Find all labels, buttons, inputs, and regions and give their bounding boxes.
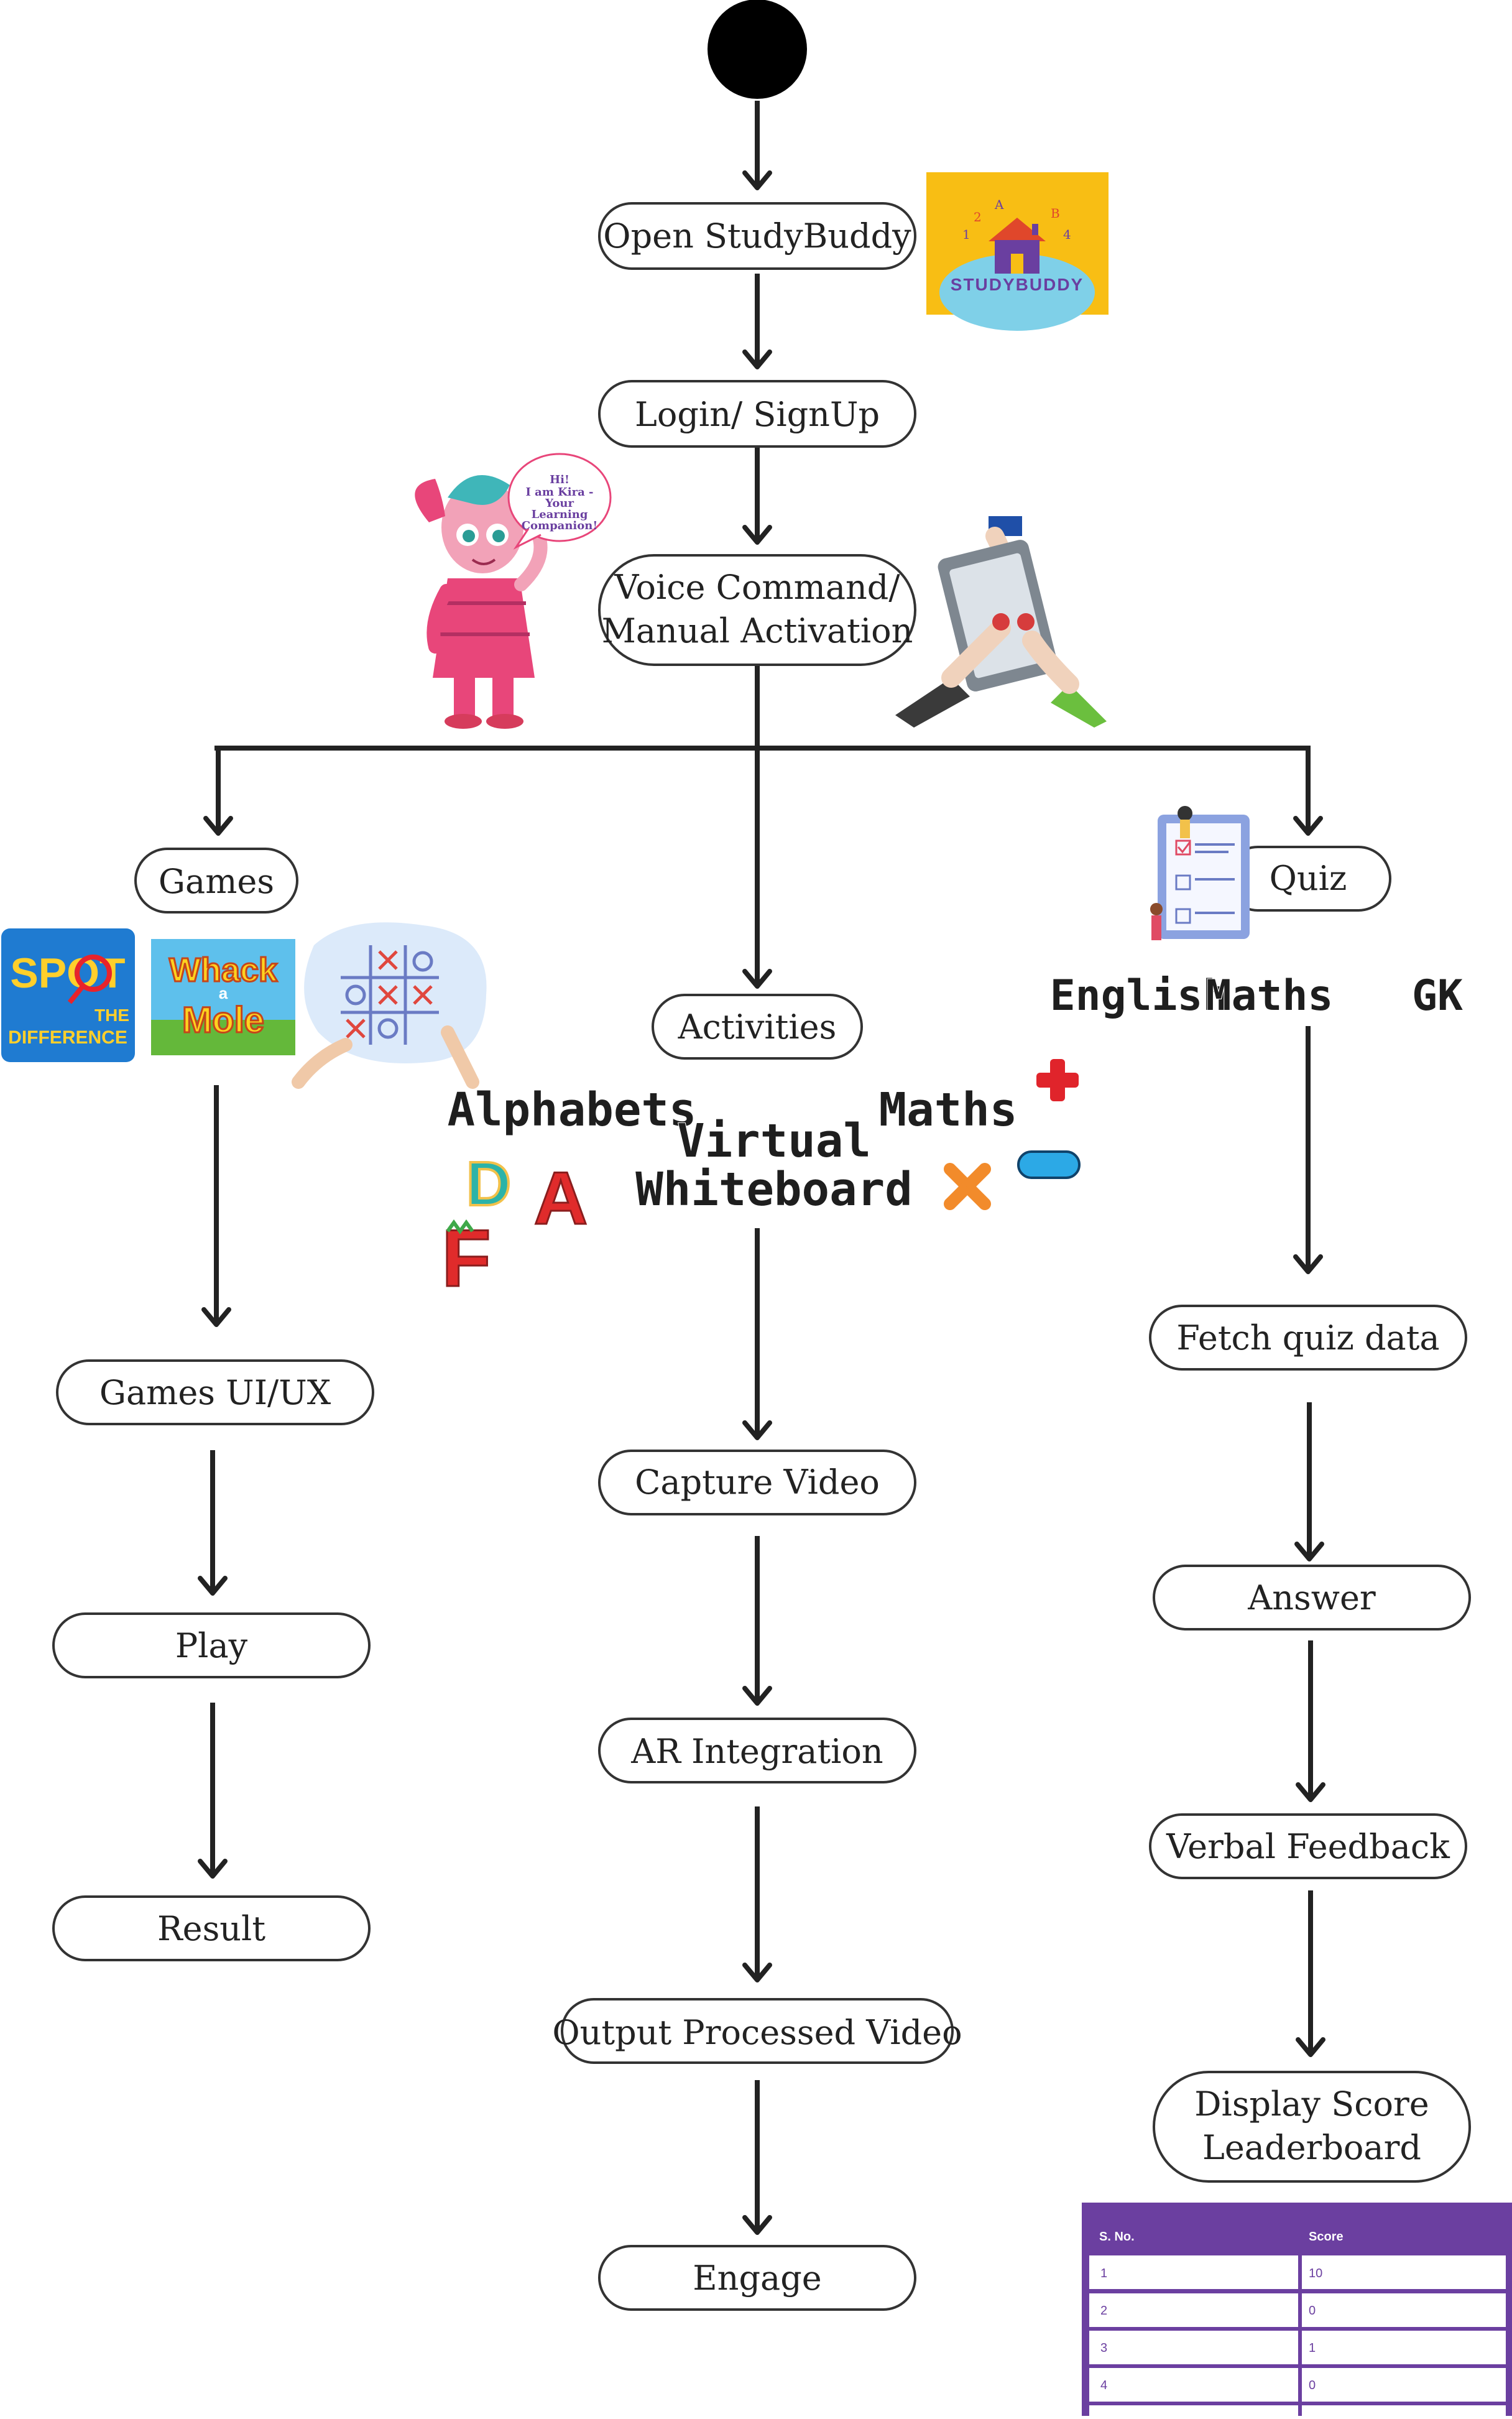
letter-d: D xyxy=(466,1149,511,1219)
svg-text:A: A xyxy=(994,197,1004,212)
node-answer: Answer xyxy=(1153,1565,1471,1630)
activities-illustrations: Alphabets Virtual Whiteboard Maths D A F… xyxy=(441,1059,1081,1305)
node-games-ui: Games UI/UX xyxy=(56,1359,374,1425)
svg-text:B: B xyxy=(1051,206,1060,221)
whack-a-mole-thumb: Whack a Mole xyxy=(151,939,295,1055)
node-open-studybuddy-label: Open StudyBuddy xyxy=(603,216,911,256)
node-ar-integration-label: AR Integration xyxy=(630,1732,883,1771)
leaderboard-row-1-sno: 1 xyxy=(1100,2267,1107,2280)
kira-bubble-line-1: Hi! xyxy=(550,473,569,486)
virtual-label: Virtual xyxy=(677,1114,871,1168)
quiz-subject-maths: Maths xyxy=(1206,971,1334,1020)
house-icon xyxy=(989,218,1046,274)
spot-subtitle: THE xyxy=(94,1006,129,1025)
kira-bubble-line-5: Companion! xyxy=(522,519,598,532)
node-fetch-quiz-label: Fetch quiz data xyxy=(1176,1318,1439,1358)
leaderboard-row-3-sno: 3 xyxy=(1100,2341,1107,2355)
leaderboard-table: S. No. Score 1 10 2 0 3 1 4 0 xyxy=(1082,2203,1512,2416)
node-output-video: Output Processed Video xyxy=(552,1998,962,2064)
node-activation: Voice Command/ Manual Activation xyxy=(598,554,916,666)
node-games-ui-label: Games UI/UX xyxy=(99,1373,331,1412)
svg-text:1: 1 xyxy=(962,227,970,242)
node-activities: Activities xyxy=(652,994,863,1060)
leaderboard-header-sno: S. No. xyxy=(1099,2230,1135,2244)
node-capture-video-label: Capture Video xyxy=(635,1463,880,1502)
tablet-hands-icon xyxy=(895,516,1107,728)
node-answer-label: Answer xyxy=(1247,1578,1376,1617)
node-verbal-feedback: Verbal Feedback xyxy=(1149,1813,1467,1879)
kira-bubble-line-2: I am Kira - xyxy=(525,486,593,499)
node-engage: Engage xyxy=(598,2245,916,2311)
node-display-score: Display Score Leaderboard xyxy=(1153,2071,1471,2183)
maths-label: Maths xyxy=(879,1083,1018,1137)
node-quiz-label: Quiz xyxy=(1270,859,1347,898)
node-play-label: Play xyxy=(175,1626,248,1665)
spot-difference: DIFFERENCE xyxy=(8,1027,127,1048)
leaderboard-row-4-sno: 4 xyxy=(1100,2379,1107,2392)
node-display-score-label-1: Display Score xyxy=(1194,2084,1429,2124)
svg-text:4: 4 xyxy=(1063,227,1071,242)
node-result: Result xyxy=(52,1895,371,1961)
quiz-subject-english: English xyxy=(1050,971,1228,1020)
times-sign: × xyxy=(966,1186,969,1190)
node-activation-label-2: Manual Activation xyxy=(602,611,913,650)
spot-title: SPOT xyxy=(10,950,125,997)
plus-sign: + xyxy=(1056,1085,1059,1089)
whack-mole: Mole xyxy=(182,1000,264,1040)
kira-speech-bubble: Hi! I am Kira - Your Learning Companion! xyxy=(507,453,612,550)
node-engage-label: Engage xyxy=(693,2259,821,2298)
studybuddy-logo-text: STUDYBUDDY xyxy=(951,275,1084,294)
node-quiz: Quiz xyxy=(1225,846,1391,912)
quiz-subjects: English Maths GK xyxy=(1049,971,1464,1021)
whiteboard-label: Whiteboard xyxy=(635,1163,913,1216)
node-games-label: Games xyxy=(159,862,274,901)
node-fetch-quiz: Fetch quiz data xyxy=(1149,1305,1467,1371)
node-activation-label-1: Voice Command/ xyxy=(614,568,900,607)
minus-icon xyxy=(1017,1150,1081,1179)
leaderboard-row-4-score: 0 xyxy=(1309,2379,1316,2392)
node-output-video-label: Output Processed Video xyxy=(552,2013,962,2052)
leaderboard-row-1-score: 10 xyxy=(1309,2267,1322,2280)
node-activities-label: Activities xyxy=(678,1007,837,1047)
kira-bubble-line-3: Your xyxy=(545,497,574,510)
kira-bubble-line-4: Learning xyxy=(532,508,588,521)
spot-the-difference-thumb: SPOT THE DIFFERENCE xyxy=(1,928,135,1062)
node-games: Games xyxy=(134,848,298,913)
plus-icon xyxy=(1036,1059,1079,1101)
minus-sign: − xyxy=(1047,1163,1050,1168)
leaderboard-row-3-score: 1 xyxy=(1309,2341,1316,2355)
alphabets-label: Alphabets xyxy=(448,1083,697,1137)
node-login-signup-label: Login/ SignUp xyxy=(635,395,880,434)
letter-a: A xyxy=(534,1157,588,1240)
whack-a: a xyxy=(219,984,228,1002)
quiz-subject-gk: GK xyxy=(1412,971,1463,1020)
node-open-studybuddy: Open StudyBuddy xyxy=(598,202,916,270)
leaderboard-row-2-sno: 2 xyxy=(1100,2304,1107,2318)
connectors xyxy=(198,101,1325,2235)
start-node xyxy=(708,0,807,99)
node-login-signup: Login/ SignUp xyxy=(598,380,916,448)
studybuddy-logo: 1 2 A B 4 STUDYBUDDY xyxy=(926,172,1109,331)
leaderboard-row-2-score: 0 xyxy=(1309,2304,1316,2318)
node-display-score-label-2: Leaderboard xyxy=(1202,2128,1421,2167)
whack-title: Whack xyxy=(169,951,278,989)
node-capture-video: Capture Video xyxy=(598,1450,916,1515)
svg-text:2: 2 xyxy=(974,210,982,224)
node-ar-integration: AR Integration xyxy=(598,1718,916,1783)
node-play: Play xyxy=(52,1612,371,1678)
leaderboard-header-score: Score xyxy=(1309,2230,1344,2244)
times-icon xyxy=(944,1163,991,1210)
node-result-label: Result xyxy=(157,1909,265,1948)
tic-tac-toe-icon xyxy=(292,922,487,1089)
kira-character xyxy=(415,475,551,729)
node-verbal-feedback-label: Verbal Feedback xyxy=(1166,1827,1450,1866)
quiz-checklist-icon xyxy=(1150,806,1250,940)
